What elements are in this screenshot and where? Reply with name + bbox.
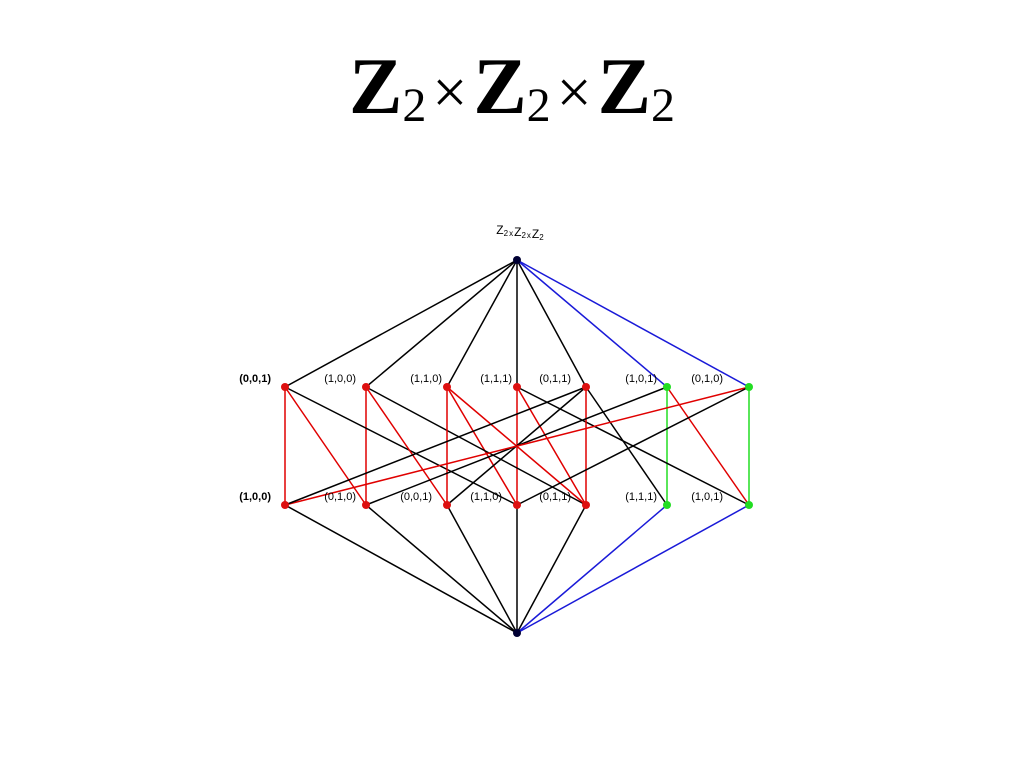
node-label-l1: (0,1,0) [324,491,356,503]
title-subscript: 2 [651,79,675,132]
top-label-times: x [509,229,513,238]
top-label-group: Z [496,223,503,237]
lattice-node-l0 [281,501,289,509]
lattice-node-u3 [513,383,521,391]
edge-bottom-l1 [365,504,518,634]
edge-bottom-l6 [516,504,750,634]
title-subscript: 2 [526,79,551,132]
edge-u2-l3 [446,386,518,506]
title-group-symbol: Z [348,43,403,131]
lattice-node-u5 [663,383,671,391]
node-label-l6: (1,0,1) [691,491,723,503]
lattice-node-u0 [281,383,289,391]
node-label-u3: (1,1,1) [480,373,512,385]
nodes-layer [281,256,753,637]
edge-u6-l0 [284,386,750,506]
lattice-node-bottom [513,629,521,637]
top-label-group: Z [532,227,539,241]
edge-bottom-l4 [516,504,587,634]
node-label-l2: (0,0,1) [400,491,432,503]
edge-u0-l3 [284,386,518,506]
edge-bottom-l0 [284,504,518,634]
node-label-l5: (1,1,1) [625,491,657,503]
lattice-node-u4 [582,383,590,391]
lattice-node-top [513,256,521,264]
top-label-subscript: 2 [539,233,544,242]
node-label-u1: (1,0,0) [324,373,356,385]
edge-u6-l3 [516,386,750,506]
top-label-times: x [527,231,531,240]
top-label-subscript: 2 [504,229,509,238]
lattice-node-l3 [513,501,521,509]
labels-layer: Z2xZ2xZ2 (0,0,1)(1,0,0)(1,1,0)(1,1,1)(0,… [239,223,723,503]
edge-top-u1 [365,259,518,388]
edge-u4-l0 [284,386,587,506]
edge-bottom-l2 [446,504,518,634]
title-subscript: 2 [402,79,427,132]
edge-u1-l4 [365,386,587,506]
edge-top-u2 [446,259,518,388]
slide-title: Z2×Z2×Z2 [0,42,1024,133]
edge-u1-l2 [365,386,448,506]
lattice-node-l6 [745,501,753,509]
node-label-l0: (1,0,0) [239,491,271,503]
title-group-symbol: Z [473,43,527,131]
edge-top-u5 [516,259,668,388]
lattice-node-l5 [663,501,671,509]
node-label-u2: (1,1,0) [410,373,442,385]
edge-u5-l6 [666,386,750,506]
edge-u3-l4 [516,386,587,506]
lattice-node-l4 [582,501,590,509]
node-label-l3: (1,1,0) [470,491,502,503]
top-label-group: Z [514,225,521,239]
top-label-subscript: 2 [521,231,526,240]
edges-layer [284,259,750,634]
node-label-u6: (0,1,0) [691,373,723,385]
lattice-node-u1 [362,383,370,391]
node-label-l4: (0,1,1) [539,491,571,503]
title-times-symbol: × [556,59,592,127]
edge-top-u4 [516,259,587,388]
node-label-u0: (0,0,1) [239,373,271,385]
node-label-u4: (0,1,1) [539,373,571,385]
top-node-label: Z2xZ2xZ2 [496,223,544,242]
edge-u0-l1 [284,386,367,506]
lattice-node-u6 [745,383,753,391]
title-group-symbol: Z [597,43,651,131]
lattice-node-l2 [443,501,451,509]
lattice-node-u2 [443,383,451,391]
node-label-u5: (1,0,1) [625,373,657,385]
edge-top-u6 [516,259,750,388]
lattice-node-l1 [362,501,370,509]
edge-top-u0 [284,259,518,388]
edge-u4-l5 [585,386,668,506]
title-times-symbol: × [432,59,468,127]
edge-bottom-l5 [516,504,668,634]
